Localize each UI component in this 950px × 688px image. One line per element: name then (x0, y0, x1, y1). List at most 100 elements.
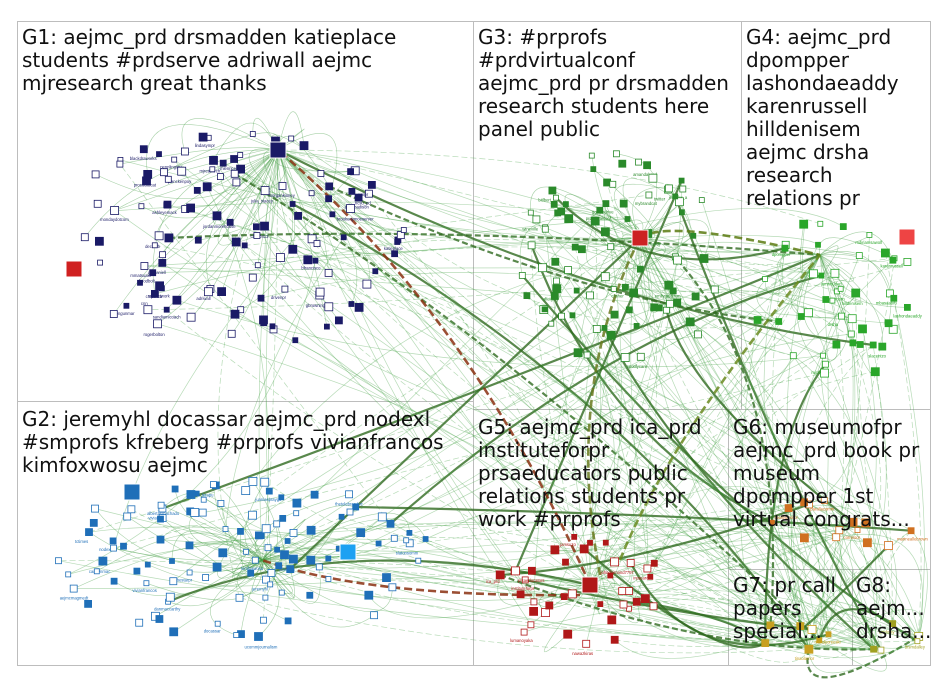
node-g1[interactable] (313, 258, 318, 263)
node-g2[interactable] (128, 506, 135, 513)
node-g2[interactable] (66, 572, 71, 577)
node-g2[interactable] (287, 566, 294, 573)
node-g4[interactable] (754, 317, 761, 324)
node-g1[interactable] (161, 169, 168, 176)
node-g3[interactable] (551, 293, 558, 300)
node-g2[interactable] (307, 526, 315, 534)
node-g1[interactable] (173, 296, 181, 304)
node-g2[interactable] (85, 600, 92, 607)
node-g2[interactable] (158, 502, 164, 508)
node-g4[interactable] (856, 253, 862, 259)
node-g4[interactable] (857, 342, 863, 348)
node-g2[interactable] (262, 525, 270, 533)
node-g1[interactable] (111, 207, 119, 215)
node-g2[interactable] (86, 529, 93, 536)
node-g3[interactable] (663, 307, 669, 313)
node-g3[interactable] (570, 313, 575, 318)
node-g2[interactable] (157, 536, 164, 543)
node-g2[interactable] (311, 491, 318, 498)
node-g4[interactable] (810, 270, 818, 278)
node-g1[interactable] (255, 263, 260, 268)
node-g2[interactable] (201, 497, 206, 502)
node-g1[interactable] (276, 254, 284, 262)
node-g1[interactable] (94, 200, 101, 207)
node-g4[interactable] (839, 313, 845, 319)
node-g5[interactable] (648, 574, 653, 579)
node-g2[interactable] (289, 555, 297, 563)
node-g1[interactable] (143, 177, 151, 185)
node-g3[interactable] (524, 293, 530, 299)
node-g2[interactable] (285, 618, 291, 624)
node-g3[interactable] (565, 267, 572, 274)
node-g2[interactable] (236, 594, 243, 601)
node-g2[interactable] (252, 557, 258, 563)
node-g2[interactable] (274, 521, 280, 527)
node-g5[interactable] (521, 629, 527, 635)
node-g5[interactable] (644, 565, 651, 572)
node-g1[interactable] (231, 156, 238, 163)
node-g2[interactable] (242, 487, 250, 495)
node-g3[interactable] (551, 201, 557, 207)
node-g1[interactable] (335, 317, 342, 324)
node-g2[interactable] (263, 595, 268, 600)
node-g2[interactable] (268, 570, 275, 577)
node-g2[interactable] (213, 563, 221, 571)
node-g2[interactable] (111, 578, 117, 584)
node-g2[interactable] (307, 556, 315, 564)
node-g2[interactable] (347, 509, 353, 515)
node-g5[interactable] (626, 588, 633, 595)
node-g3[interactable] (622, 284, 628, 290)
node-g2[interactable] (378, 513, 386, 521)
node-g2[interactable] (144, 581, 149, 586)
node-g1[interactable] (300, 142, 308, 150)
node-g2[interactable] (156, 616, 163, 623)
hub-node-icon[interactable] (66, 261, 82, 277)
node-g5[interactable] (546, 602, 553, 609)
node-g3[interactable] (644, 162, 651, 169)
node-g3[interactable] (680, 186, 686, 192)
node-g5[interactable] (530, 607, 538, 615)
node-g5[interactable] (564, 630, 572, 638)
node-g5[interactable] (528, 567, 535, 574)
node-g1[interactable] (217, 174, 223, 180)
node-g2[interactable] (279, 495, 284, 500)
node-g2[interactable] (326, 556, 331, 561)
node-g3[interactable] (519, 272, 525, 278)
node-g2[interactable] (357, 529, 365, 537)
node-g1[interactable] (261, 320, 267, 326)
node-g2[interactable] (111, 545, 117, 551)
hub-node-icon[interactable] (340, 544, 356, 560)
node-g3[interactable] (565, 215, 573, 223)
node-g2[interactable] (389, 584, 396, 591)
node-g1[interactable] (117, 161, 123, 167)
node-g2[interactable] (134, 568, 140, 574)
node-g1[interactable] (325, 303, 333, 311)
node-g5[interactable] (650, 603, 657, 610)
node-g1[interactable] (181, 148, 188, 155)
node-g4[interactable] (850, 340, 856, 346)
node-g4[interactable] (798, 314, 804, 320)
node-g1[interactable] (164, 307, 169, 312)
node-g3[interactable] (572, 244, 578, 250)
node-g2[interactable] (110, 538, 116, 544)
node-g1[interactable] (95, 237, 103, 245)
node-g1[interactable] (210, 167, 215, 172)
node-g1[interactable] (349, 188, 355, 194)
node-g5[interactable] (627, 559, 634, 566)
node-g3[interactable] (711, 286, 718, 293)
node-g1[interactable] (258, 295, 264, 301)
node-g3[interactable] (574, 349, 582, 357)
node-g1[interactable] (227, 219, 233, 225)
node-g3[interactable] (563, 202, 568, 207)
hub-node-icon[interactable] (582, 577, 598, 593)
node-g1[interactable] (250, 132, 255, 137)
node-g4[interactable] (823, 297, 829, 303)
node-g3[interactable] (591, 217, 599, 225)
node-g2[interactable] (268, 582, 273, 587)
node-g4[interactable] (821, 353, 826, 358)
node-g2[interactable] (70, 585, 77, 592)
node-g2[interactable] (307, 592, 313, 598)
node-g2[interactable] (387, 520, 394, 527)
node-g4[interactable] (871, 368, 879, 376)
node-g3[interactable] (610, 181, 616, 187)
